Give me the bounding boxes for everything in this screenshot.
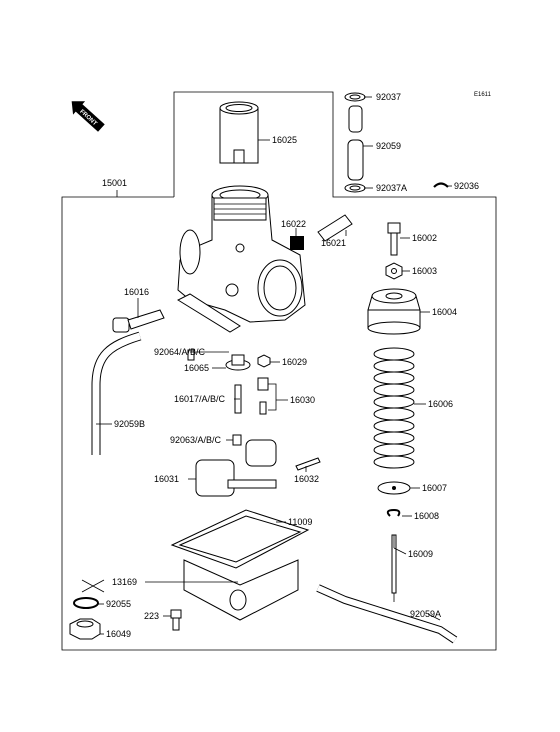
label-92037A: 92037A (376, 183, 407, 193)
pin-16032 (295, 457, 321, 471)
o-ring-92055 (73, 597, 99, 609)
label-92036: 92036 (454, 181, 479, 191)
tube-short (348, 105, 363, 133)
label-92059B: 92059B (114, 419, 145, 429)
tube-92059B (91, 331, 142, 455)
label-16016: 16016 (124, 287, 149, 297)
tube-92059 (347, 139, 364, 181)
clip-16008 (386, 508, 401, 517)
bolt-223 (170, 609, 182, 631)
label-16021: 16021 (321, 238, 346, 248)
label-11009: 11009 (288, 517, 312, 527)
label-92059A: 92059A (410, 609, 441, 619)
clip-92037A (344, 183, 366, 193)
label-16025: 16025 (272, 135, 297, 145)
label-92055: 92055 (106, 599, 131, 609)
label-16031: 16031 (154, 474, 179, 484)
label-92059: 92059 (376, 141, 401, 151)
tube-92059A (316, 584, 458, 644)
carburetor-body-15001 (176, 185, 306, 333)
label-92063: 92063/A/B/C (170, 435, 222, 445)
nut-16003 (385, 262, 403, 280)
label-16049: 16049 (106, 629, 131, 639)
choke-16016 (112, 309, 165, 333)
label-92064: 92064/A/B/C (154, 347, 206, 357)
label-13169: 13169 (112, 577, 137, 587)
float-bowl-11009 (170, 509, 310, 621)
label-16003: 16003 (412, 266, 437, 276)
part-labels: 92037 16025 92059 92037A 92036 15001 160… (102, 92, 479, 639)
label-16007: 16007 (422, 483, 447, 493)
throttle-valve-16025 (219, 101, 259, 164)
spring-16006 (373, 347, 415, 469)
label-16032: 16032 (294, 474, 319, 484)
label-16002: 16002 (412, 233, 437, 243)
label-16006: 16006 (428, 399, 453, 409)
label-16030: 16030 (290, 395, 315, 405)
label-16009: 16009 (408, 549, 433, 559)
clip-13169 (81, 579, 105, 593)
label-223: 223 (144, 611, 159, 621)
cap-16004 (367, 288, 421, 335)
plate-16007 (377, 481, 411, 495)
assembly-frame (61, 91, 497, 651)
label-16017: 16017/A/B/C (174, 394, 226, 404)
screw-16021-16022 (290, 214, 353, 250)
float-16031 (195, 439, 277, 497)
plug-16049 (69, 618, 101, 640)
diagram-code: E1611 (474, 92, 492, 98)
clip-92036 (433, 182, 449, 188)
label-92037: 92037 (376, 92, 401, 102)
screw-16002 (387, 222, 401, 256)
label-16065: 16065 (184, 363, 209, 373)
label-16004: 16004 (432, 307, 457, 317)
clip-92037 (344, 92, 366, 102)
label-15001: 15001 (102, 178, 127, 188)
leader-lines (96, 96, 452, 635)
label-16029: 16029 (282, 357, 307, 367)
label-16008: 16008 (414, 511, 439, 521)
label-16022: 16022 (281, 219, 306, 229)
